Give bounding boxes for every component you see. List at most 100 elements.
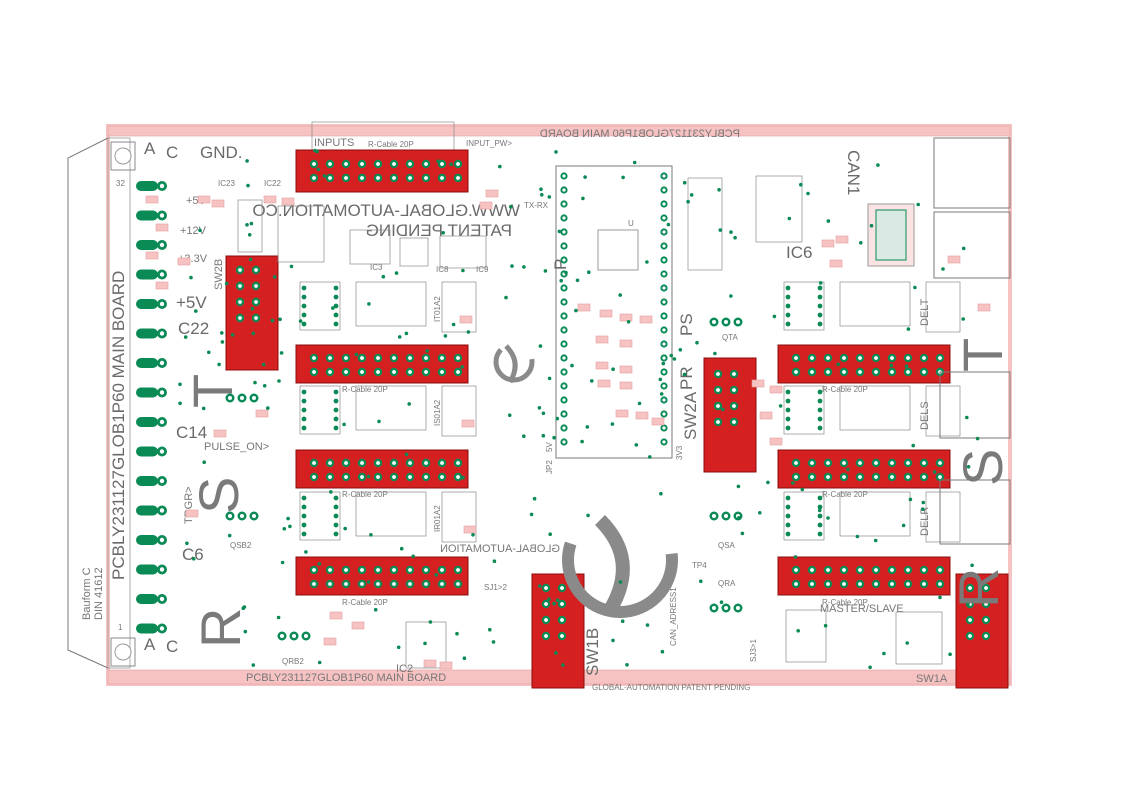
relay-body: [839, 491, 911, 537]
via: [868, 665, 872, 670]
din-label: DIN 41612: [93, 567, 105, 620]
ribbon-pin-hole: [408, 176, 412, 180]
edge-pad-a: [136, 623, 158, 634]
switch-pin-hole: [560, 586, 564, 590]
via: [787, 216, 792, 221]
ribbon-pin-hole: [312, 356, 316, 360]
passive-component: [619, 313, 633, 322]
ps-label: PS: [677, 313, 696, 336]
mcu-pin-left-hole: [562, 398, 566, 402]
ribbon-pin-hole: [312, 461, 316, 465]
via: [625, 663, 629, 667]
via: [261, 362, 266, 367]
switch-sw1a: SW1A: [916, 573, 1009, 689]
via: [191, 557, 196, 561]
gnd-label: GND.: [200, 143, 243, 162]
via: [354, 352, 359, 357]
ribbon-pin-hole: [890, 356, 894, 360]
passive-component: [599, 309, 613, 318]
qta-label: QTA: [722, 333, 739, 342]
p5v-big-label: +5V: [176, 293, 207, 312]
mcu-pin-right-hole: [662, 216, 666, 220]
mcu-pin-left-hole: [562, 426, 566, 430]
mcu-pin-right-hole: [662, 300, 666, 304]
relay-opto: [441, 281, 477, 333]
via: [543, 269, 548, 273]
via: [626, 320, 631, 324]
edge-pad-a: [136, 181, 158, 191]
passive-component: [947, 255, 961, 264]
ribbon-pin-hole: [456, 162, 460, 166]
ribbon-pin-hole: [376, 568, 380, 572]
via: [366, 580, 371, 584]
via: [411, 554, 416, 559]
ribbon-left-1: R-Cable 20P: [295, 344, 469, 394]
via: [202, 460, 206, 465]
ribbon-pin-hole: [408, 568, 412, 572]
via: [331, 306, 335, 310]
via: [541, 411, 546, 416]
ribbon-pin-hole: [408, 461, 412, 465]
ribbon-left-2-label: R-Cable 20P: [342, 490, 388, 499]
ribbon-pin-hole: [938, 461, 942, 465]
via: [381, 274, 386, 279]
via: [713, 351, 717, 356]
relay-pin: [301, 513, 307, 519]
ribbon-pin-hole: [922, 475, 926, 479]
ribbon-pin-hole: [312, 475, 316, 479]
via: [800, 487, 805, 492]
via: [961, 317, 965, 321]
transistor-pin-hole: [279, 633, 285, 639]
via: [251, 331, 256, 336]
via: [461, 268, 465, 273]
mcu-pin-right-hole: [662, 440, 666, 444]
global-mirror-label: GLOBAL-AUTOMATION: [440, 543, 560, 555]
via: [366, 474, 371, 479]
via: [823, 623, 828, 628]
ribbon-pin-hole: [456, 176, 460, 180]
ribbon-pin-hole: [874, 356, 878, 360]
via: [570, 363, 574, 368]
ribbon-pin-hole: [858, 568, 862, 572]
via: [719, 600, 724, 604]
ribbon-pin-hole: [440, 475, 444, 479]
passive-component: [577, 303, 591, 312]
inputs-title: INPUTS: [314, 137, 354, 149]
via: [590, 379, 594, 383]
switch-pin-hole: [238, 316, 242, 320]
ribbon-pin-hole: [906, 461, 910, 465]
via: [901, 523, 906, 528]
ribbon-pin-hole: [312, 370, 316, 374]
edge-pad-a: [136, 476, 158, 486]
mcu-pin-left-hole: [562, 314, 566, 318]
via: [461, 476, 465, 480]
via: [611, 638, 615, 643]
relay-pin: [333, 531, 339, 537]
via: [689, 193, 694, 197]
relay-pin: [301, 425, 307, 431]
relay-pin: [301, 321, 307, 327]
passive-component: [459, 315, 473, 324]
switch-pin-hole: [560, 618, 564, 622]
via: [541, 433, 546, 438]
ribbon-pin-hole: [794, 582, 798, 586]
via: [504, 295, 508, 300]
board-title-mirrored: PCBLY231127GLOB1P60 MAIN BOARD: [540, 128, 740, 140]
via: [428, 620, 433, 624]
ribbon-pin-hole: [794, 568, 798, 572]
ribbon-pin-hole: [392, 370, 396, 374]
ribbon-pin-hole: [440, 582, 444, 586]
via: [510, 264, 514, 268]
via: [343, 526, 348, 531]
via: [855, 534, 860, 539]
passive-component: [185, 509, 199, 518]
mcu-pin-right-hole: [662, 328, 666, 332]
big-letter-r-right: R: [947, 568, 1010, 608]
via: [806, 191, 810, 196]
row-a-bottom-label: A: [144, 635, 156, 654]
ribbon-inputs: INPUTS R-Cable 20P: [295, 121, 469, 193]
via: [394, 271, 399, 275]
edge-pad-c-hole: [159, 242, 165, 248]
ribbon-pin-hole: [440, 370, 444, 374]
via: [911, 443, 915, 448]
